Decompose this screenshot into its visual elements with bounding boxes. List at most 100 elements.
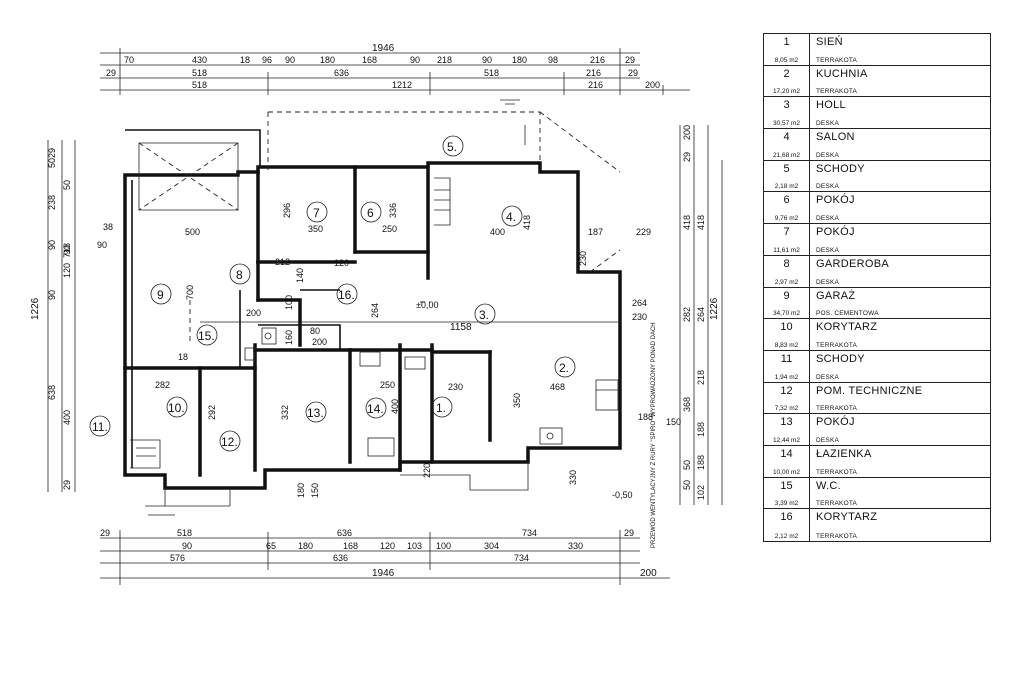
dim: 187: [588, 227, 603, 237]
dim-right-total: 1226: [709, 297, 720, 320]
dim: 264: [632, 298, 647, 308]
room-label-14: 14.: [367, 402, 384, 416]
legend-room-name: SCHODY: [816, 162, 865, 175]
legend-number: 3: [783, 99, 790, 112]
legend-name-cell: POM. TECHNICZNE TERRAKOTA: [810, 383, 990, 414]
dim: 90: [47, 290, 57, 300]
room-label-11: 11.: [92, 420, 108, 434]
legend-area: 21,68 m2: [772, 151, 801, 159]
legend-room-name: GARDEROBA: [816, 257, 889, 270]
dim: 29: [62, 480, 72, 490]
dim: 330: [568, 541, 583, 551]
dim: 180: [296, 483, 306, 498]
legend-number: 7: [783, 226, 790, 239]
legend-room-name: POKÓJ: [816, 194, 855, 207]
top-row1-dims: 70 430 18 96 90 180 168 90 218 90 180 98…: [124, 55, 635, 65]
dim: 518: [192, 68, 207, 78]
dim: 140: [295, 268, 305, 283]
dim: 200: [312, 337, 327, 347]
dim: 29: [624, 528, 634, 538]
legend-number: 16: [780, 511, 793, 524]
legend-material: TERRAKOTA: [816, 341, 858, 349]
legend-area: 30,57 m2: [772, 120, 801, 128]
dim: 238: [47, 195, 57, 210]
dim: 330: [568, 470, 578, 485]
dim-inner-width: 1158: [450, 322, 472, 333]
dim: 468: [550, 382, 565, 392]
legend-material: DESKA: [816, 215, 840, 223]
legend-number: 8: [783, 257, 790, 270]
dim: 29: [100, 528, 110, 538]
dim: 90: [410, 55, 420, 65]
dim: 188: [696, 422, 706, 437]
dim: 168: [362, 55, 377, 65]
legend-name-cell: POKÓJ DESKA: [810, 192, 990, 223]
dim: 200: [682, 125, 692, 140]
room-label-6: 6: [367, 206, 374, 220]
dim: 120: [62, 263, 72, 278]
dim: 38: [103, 222, 113, 232]
legend-number-cell: 4 21,68 m2: [764, 129, 810, 160]
legend-number: 4: [783, 131, 790, 144]
dim: 229: [636, 227, 651, 237]
room-label-13: 13.: [307, 406, 324, 420]
dim: 50: [47, 158, 57, 168]
legend-name-cell: W.C.TERRAKOTA: [810, 478, 990, 509]
dim: 718: [62, 243, 72, 258]
dim: 70: [124, 55, 134, 65]
legend-room-name: HOLL: [816, 99, 846, 112]
dim: 332: [280, 405, 290, 420]
dim: 188: [638, 412, 653, 422]
dim: 368: [682, 397, 692, 412]
dim: 212: [275, 257, 290, 267]
legend-material: DESKA: [816, 278, 840, 286]
dim: 350: [512, 393, 522, 408]
legend-material: DESKA: [816, 373, 840, 381]
dim: 200: [246, 308, 261, 318]
dim: 18: [178, 352, 188, 362]
level-outside-marker: -0,50: [612, 490, 633, 500]
dim: 220: [422, 463, 432, 478]
legend-room-name: GARAŻ: [816, 289, 856, 302]
dim: 150: [310, 483, 320, 498]
dim: 160: [284, 330, 294, 345]
right-dims: 29 200 418 418 282 264 218 368 188 150 1…: [666, 125, 706, 500]
legend-room-name: POM. TECHNICZNE: [816, 384, 923, 397]
legend-area: 2,97 m2: [774, 278, 799, 286]
legend-number-cell: 3 30,57 m2: [764, 97, 810, 129]
legend-material: DESKA: [816, 120, 840, 128]
legend-number: 13: [780, 416, 793, 429]
dim: 264: [370, 303, 380, 318]
dim-total-bottom: 1946: [372, 568, 395, 579]
dim: 400: [390, 399, 400, 414]
legend-room-name: W.C.: [816, 479, 842, 492]
dim: 216: [590, 55, 605, 65]
room-label-1: 1.: [436, 401, 446, 415]
legend-name-cell: HOLL DESKA: [810, 97, 990, 128]
dim: 50: [682, 480, 692, 490]
inner-dims: 500 700 350 296 250 336 400 418 187 229 …: [97, 203, 653, 498]
dim: 188: [696, 455, 706, 470]
legend-name-cell: GARDEROBA DESKA: [810, 256, 990, 287]
room-label-9: 9: [157, 288, 164, 302]
room-label-7: 7: [313, 206, 320, 220]
dim: 418: [696, 215, 706, 230]
dim: 65: [266, 541, 276, 551]
legend-material: TERRAKOTA: [816, 405, 858, 413]
ventilation-note: PRZEWÓD WENTYLACYJNY Z RURY "SPIRO" WYPR…: [650, 322, 657, 548]
dim: 90: [47, 240, 57, 250]
dim: 304: [484, 541, 499, 551]
bottom-dimension-lines: [100, 530, 670, 585]
legend-room-name: POKÓJ: [816, 416, 855, 429]
legend-area: 8,83 m2: [774, 341, 799, 349]
legend-number: 14: [780, 447, 793, 460]
legend-room-name: SALON: [816, 131, 855, 144]
dim: 636: [334, 68, 349, 78]
